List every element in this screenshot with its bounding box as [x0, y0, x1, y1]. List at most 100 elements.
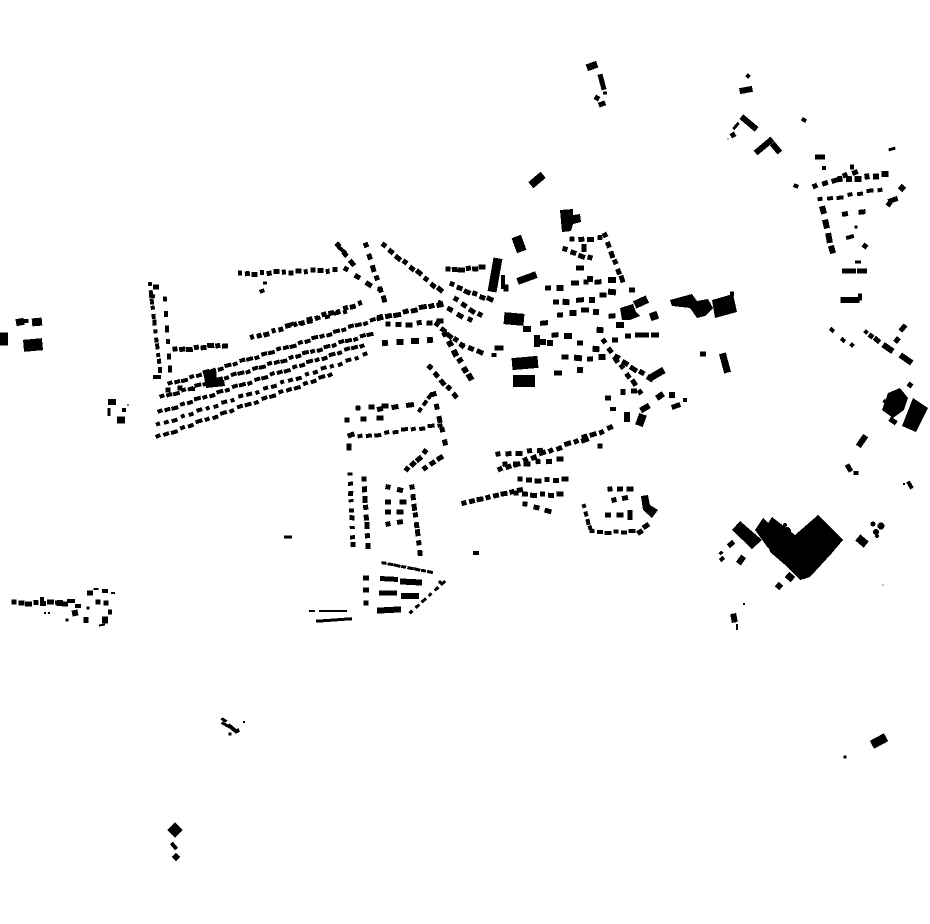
- building-footprint: [364, 521, 370, 529]
- building-footprint: [353, 272, 362, 281]
- building-footprint: [545, 458, 553, 465]
- building-footprint: [478, 294, 487, 301]
- building-footprint: [392, 311, 402, 319]
- building-footprint: [357, 433, 363, 439]
- building-footprint: [282, 344, 290, 351]
- building-footprint: [362, 504, 369, 511]
- building-footprint: [186, 399, 194, 406]
- building-footprint: [376, 315, 384, 322]
- building-footprint: [107, 408, 111, 416]
- building-footprint: [393, 253, 403, 263]
- building-footprint: [441, 439, 449, 446]
- building-footprint: [243, 721, 245, 723]
- building-footprint: [739, 85, 753, 95]
- building-footprint: [360, 416, 367, 422]
- building-footprint: [536, 447, 544, 454]
- building-footprint: [401, 565, 407, 569]
- building-footprint: [156, 408, 164, 414]
- building-footprint: [387, 247, 395, 256]
- building-footprint: [195, 372, 203, 379]
- building-footprint: [366, 253, 373, 261]
- building-footprint: [620, 359, 630, 367]
- building-footprint: [304, 338, 312, 345]
- building-footprint: [48, 612, 50, 614]
- building-footprint: [604, 241, 612, 249]
- building-footprint: [332, 328, 341, 334]
- building-footprint: [478, 264, 486, 270]
- building-footprint: [476, 311, 484, 318]
- building-footprint: [426, 336, 434, 344]
- building-footprint: [102, 589, 108, 593]
- building-footprint: [0, 332, 8, 346]
- building-footprint: [436, 415, 443, 424]
- building-footprint: [409, 484, 415, 490]
- building-footprint: [433, 320, 441, 328]
- building-footprint: [11, 599, 17, 605]
- building-footprint: [195, 418, 203, 425]
- building-footprint: [576, 340, 584, 346]
- building-footprint: [597, 100, 607, 108]
- building-footprint: [149, 298, 155, 305]
- building-footprint: [556, 491, 564, 497]
- building-footprint: [165, 387, 171, 393]
- building-footprint: [317, 268, 324, 274]
- building-footprint: [563, 440, 572, 448]
- building-footprint: [718, 555, 726, 563]
- building-footprint: [164, 406, 171, 413]
- building-footprint: [266, 360, 273, 367]
- building-footprint: [245, 391, 253, 397]
- building-footprint: [396, 519, 404, 525]
- building-footprint: [569, 249, 577, 256]
- building-footprint: [421, 447, 429, 456]
- building-footprint: [127, 404, 129, 406]
- building-footprint: [732, 121, 740, 131]
- building-footprint: [170, 429, 179, 436]
- building-footprint: [495, 451, 501, 457]
- building-footprint: [856, 191, 864, 197]
- building-footprint: [148, 293, 156, 299]
- building-footprint: [455, 284, 464, 292]
- building-footprint: [310, 334, 319, 341]
- building-footprint: [433, 403, 440, 411]
- building-footprint: [511, 234, 527, 254]
- building-footprint: [841, 211, 849, 217]
- building-footprint: [223, 375, 230, 381]
- building-footprint: [882, 398, 890, 406]
- building-footprint: [589, 528, 595, 534]
- building-footprint: [315, 617, 353, 623]
- building-footprint: [422, 275, 430, 283]
- building-footprint: [888, 146, 896, 152]
- building-footprint: [572, 438, 580, 445]
- building-footprint: [577, 252, 586, 260]
- building-footprint: [853, 471, 859, 475]
- silo-footprint: [870, 521, 876, 527]
- building-footprint: [608, 250, 616, 259]
- building-footprint: [195, 407, 203, 413]
- building-footprint: [327, 309, 335, 317]
- cluster-eastern-hamlet: [792, 146, 928, 490]
- building-footprint: [414, 268, 424, 277]
- building-footprint: [295, 375, 303, 382]
- building-footprint: [409, 460, 417, 468]
- building-footprint: [380, 294, 388, 304]
- building-footprint: [405, 322, 413, 328]
- building-footprint: [324, 314, 331, 320]
- building-footprint: [232, 361, 239, 367]
- building-footprint: [207, 342, 215, 349]
- building-footprint: [432, 370, 441, 379]
- building-footprint: [428, 459, 437, 467]
- building-footprint: [604, 512, 612, 518]
- building-footprint: [18, 600, 25, 606]
- building-footprint: [212, 403, 219, 410]
- building-footprint: [283, 367, 292, 374]
- building-footprint: [593, 94, 601, 102]
- building-footprint: [316, 347, 324, 353]
- building-footprint: [855, 433, 869, 449]
- building-footprint: [258, 288, 266, 294]
- building-footprint: [260, 395, 268, 402]
- building-footprint: [839, 336, 847, 344]
- building-footprint: [369, 264, 377, 273]
- building-footprint: [191, 387, 195, 391]
- building-footprint: [193, 395, 202, 402]
- building-footprint: [345, 357, 352, 363]
